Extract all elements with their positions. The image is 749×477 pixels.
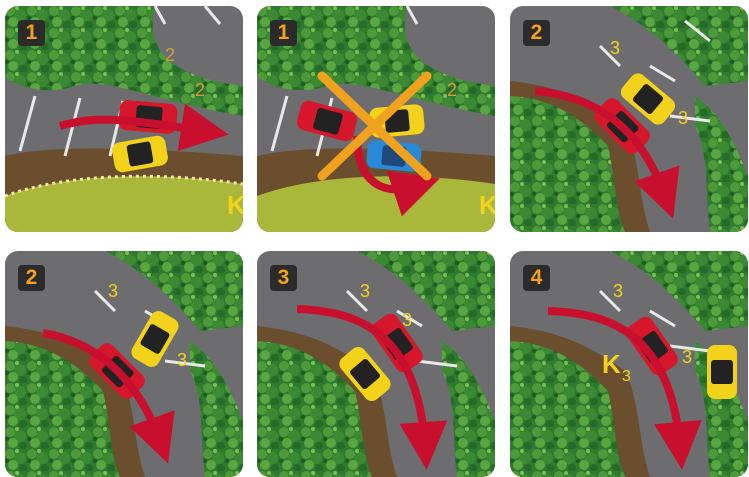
step-number-badge: 2: [18, 265, 45, 291]
svg-text:2: 2: [447, 80, 457, 100]
step-panel-2: 2 K 1: [257, 6, 495, 232]
step-panel-4: 3 3 2: [5, 251, 243, 477]
step-panel-3: 3 3 2: [510, 6, 748, 232]
step-number-badge: 4: [523, 265, 550, 291]
svg-text:3: 3: [622, 368, 631, 385]
step-panel-5: 3 3 3: [257, 251, 495, 477]
svg-text:K: K: [227, 190, 243, 220]
svg-text:3: 3: [678, 108, 688, 128]
yellow-car: [707, 345, 737, 399]
step-number-badge: 1: [270, 20, 297, 46]
svg-text:2: 2: [195, 80, 205, 100]
step-panel-6: 3 K 3 3 4: [510, 251, 748, 477]
svg-text:K: K: [602, 349, 621, 379]
svg-text:3: 3: [360, 281, 370, 301]
step-number-badge: 2: [523, 20, 550, 46]
step-number-badge: 3: [270, 265, 297, 291]
svg-text:3: 3: [177, 350, 187, 370]
step-number-badge: 1: [18, 20, 45, 46]
step-panel-1: 2 2 K 1: [5, 6, 243, 232]
svg-text:3: 3: [108, 281, 118, 301]
svg-text:3: 3: [610, 38, 620, 58]
svg-text:3: 3: [682, 347, 692, 367]
svg-text:3: 3: [613, 281, 623, 301]
svg-text:K: K: [479, 190, 495, 220]
svg-text:2: 2: [165, 45, 175, 65]
